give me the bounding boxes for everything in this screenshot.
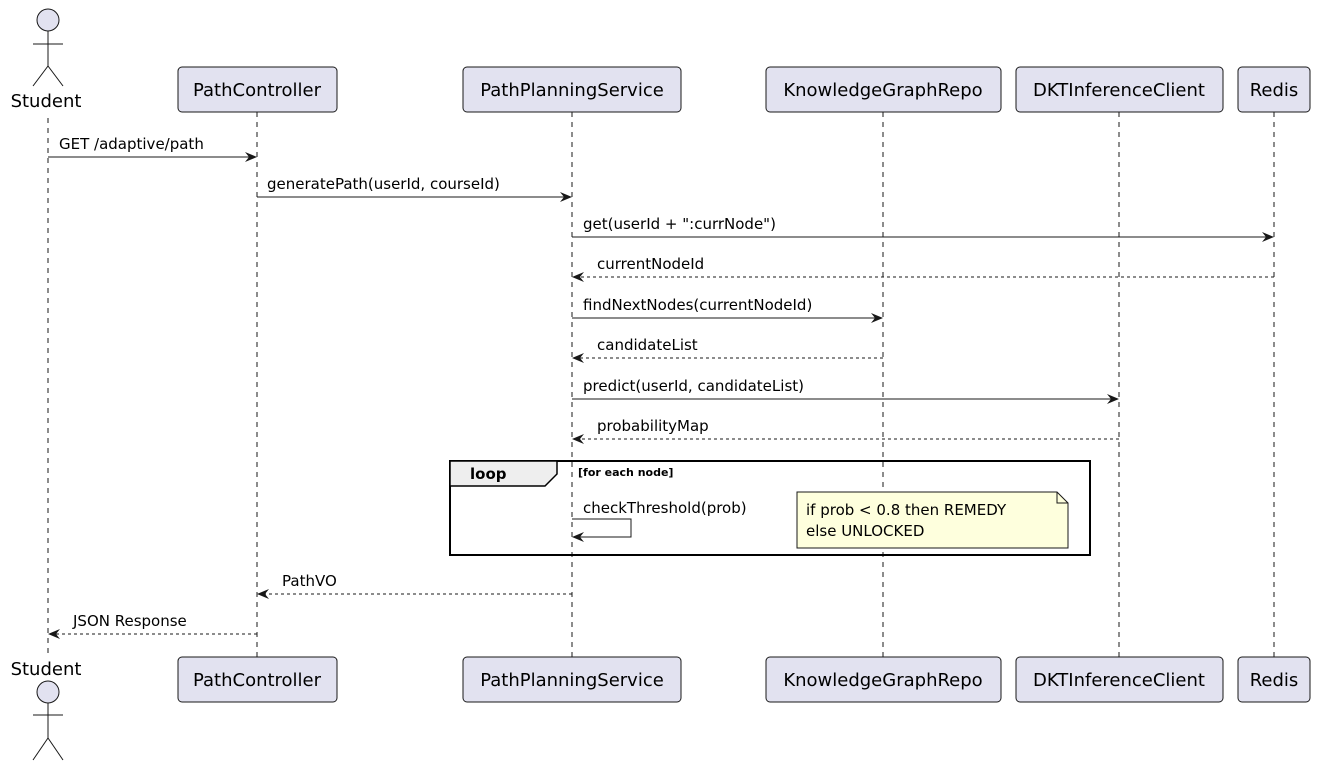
participant-label: DKTInferenceClient [1033, 80, 1205, 101]
actor-head [36, 8, 60, 32]
participant-label: KnowledgeGraphRepo [783, 80, 982, 101]
message-label: currentNodeId [597, 255, 704, 273]
actor-student-bottom [32, 680, 64, 761]
message-find-next-nodes: findNextNodes(currentNodeId) [572, 296, 883, 323]
participant-label: DKTInferenceClient [1033, 670, 1205, 691]
actor-label-top: Student [11, 91, 82, 112]
message-label: probabilityMap [597, 417, 709, 435]
message-label: findNextNodes(currentNodeId) [583, 296, 812, 314]
message-label: JSON Response [72, 612, 187, 630]
actor-label-bottom: Student [11, 659, 82, 680]
message-candidate-list-return: candidateList [572, 336, 883, 363]
message-label: predict(userId, candidateList) [583, 377, 804, 395]
message-predict: predict(userId, candidateList) [572, 377, 1119, 404]
message-label: GET /adaptive/path [59, 135, 204, 153]
participant-redis: Redis [1237, 656, 1311, 703]
participant-label: Redis [1250, 80, 1299, 101]
participant-knowledge-graph-repo: KnowledgeGraphRepo [765, 66, 1002, 113]
message-probability-map-return: probabilityMap [572, 417, 1119, 444]
message-get-curr-node: get(userId + ":currNode") [572, 215, 1274, 242]
participant-path-planning-service: PathPlanningService [462, 656, 682, 703]
message-current-node-id-return: currentNodeId [572, 255, 1274, 282]
message-path-vo-return: PathVO [257, 572, 572, 599]
messages: GET /adaptive/path generatePath(userId, … [48, 135, 1274, 444]
participant-path-controller: PathController [177, 656, 338, 703]
actor-student-top [32, 8, 64, 87]
participant-label: PathPlanningService [480, 80, 664, 101]
participant-knowledge-graph-repo: KnowledgeGraphRepo [765, 656, 1002, 703]
participant-label: PathController [193, 670, 322, 691]
participant-dkt-inference-client: DKTInferenceClient [1015, 66, 1224, 113]
lifelines [47, 112, 1275, 658]
participant-label: KnowledgeGraphRepo [783, 670, 982, 691]
message-label: candidateList [597, 336, 698, 354]
note-line-1: if prob < 0.8 then REMEDY [806, 501, 1007, 519]
actor-head [36, 680, 60, 704]
participants-bottom: PathController PathPlanningService Knowl… [177, 656, 1311, 703]
participant-path-controller: PathController [177, 66, 338, 113]
message-get-adaptive-path: GET /adaptive/path [48, 135, 257, 162]
note-line-2: else UNLOCKED [806, 522, 924, 540]
message-label: generatePath(userId, courseId) [267, 175, 500, 193]
message-label: get(userId + ":currNode") [583, 215, 776, 233]
message-label: checkThreshold(prob) [583, 499, 747, 517]
loop-fragment: loop [for each node] [449, 460, 1091, 556]
loop-guard: [for each node] [578, 466, 673, 479]
message-generate-path: generatePath(userId, courseId) [257, 175, 572, 202]
participant-dkt-inference-client: DKTInferenceClient [1015, 656, 1224, 703]
participant-label: PathController [193, 80, 322, 101]
loop-keyword: loop [470, 465, 507, 483]
message-check-threshold: checkThreshold(prob) [572, 499, 747, 542]
participant-redis: Redis [1237, 66, 1311, 113]
message-label: PathVO [282, 572, 337, 590]
messages-after-loop: PathVO JSON Response [48, 572, 572, 639]
participant-label: Redis [1250, 670, 1299, 691]
participants-top: PathController PathPlanningService Knowl… [177, 66, 1311, 113]
participant-label: PathPlanningService [480, 670, 664, 691]
participant-path-planning-service: PathPlanningService [462, 66, 682, 113]
message-json-response-return: JSON Response [48, 612, 257, 639]
note-threshold: if prob < 0.8 then REMEDY else UNLOCKED [796, 491, 1069, 549]
